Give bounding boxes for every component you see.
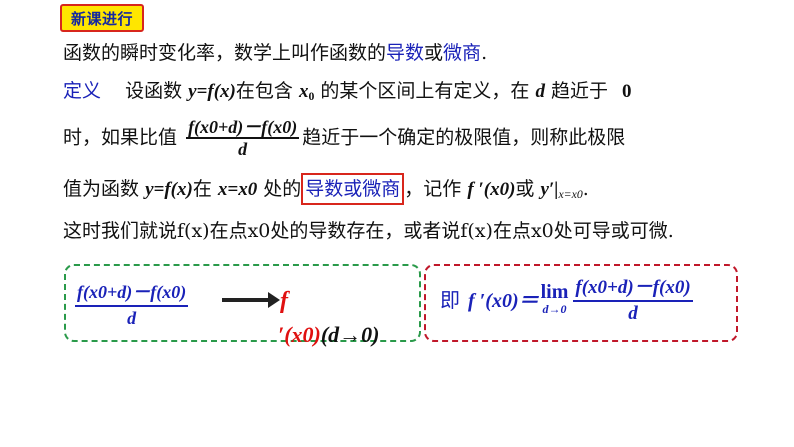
def-text-a: 设函数 [125, 80, 183, 102]
def-text-b: 在包含 [235, 80, 293, 102]
result-limit: ′(x0)(d→0) [278, 322, 380, 348]
naming-text-a: 值为函数 [63, 178, 140, 200]
def-d: d [535, 81, 545, 102]
notation-fprime: f ′(x0) [467, 179, 516, 200]
formula-numerator: f(x0+d)－f(x0) [573, 272, 693, 302]
intro-or: 或 [424, 42, 444, 64]
limit-formula: 即 f ′(x0)＝ lim d→0 f(x0+d)－f(x0) d [440, 272, 696, 325]
naming-text-c: 处的 [263, 178, 302, 200]
naming-function: y=f(x) [145, 179, 193, 200]
difference-quotient: f(x0+d)－f(x0) d [186, 117, 300, 159]
def-x0: x0 [298, 81, 315, 103]
green-box-fraction: f(x0+d)－f(x0) d [75, 278, 189, 329]
ratio-text-a: 时，如果比值 [63, 126, 178, 149]
naming-text-d: ，记作 [404, 178, 462, 200]
limit-operator: lim d→0 [541, 281, 569, 317]
naming-period: . [582, 178, 589, 200]
formula-lhs: f ′(x0)＝ [468, 290, 539, 312]
existence-line: 这时我们就说f(x)在点x0处的导数存在，或者说f(x)在点x0处可导或可微. [63, 220, 674, 242]
lim-subscript: d→0 [542, 301, 567, 316]
def-text-d: 趋近于 [550, 80, 608, 102]
definition-line: 定义 设函数 y=f(x)在包含 x0 的某个区间上有定义，在 d 趋近于 0 [63, 82, 632, 103]
term-derivative: 导数 [386, 42, 425, 64]
green-fraction-numerator: f(x0+d)－f(x0) [75, 278, 189, 307]
fraction-numerator: f(x0+d)－f(x0) [186, 117, 300, 139]
definition-formula-box [424, 264, 738, 342]
intro-line: 函数的瞬时变化率，数学上叫作函数的导数或微商. [63, 44, 487, 63]
formula-denominator: d [628, 303, 638, 324]
notation-yprime: y′| [540, 179, 559, 200]
result-f: f [280, 288, 288, 314]
highlighted-term: 导数或微商 [301, 173, 405, 205]
section-badge: 新课进行 [60, 4, 144, 32]
ratio-line: 时，如果比值 f(x0+d)－f(x0) d 趋近于一个确定的极限值，则称此极限 [63, 118, 625, 158]
formula-prefix: 即 [440, 288, 460, 312]
fraction-denominator: d [238, 139, 248, 159]
green-fraction-denominator: d [127, 308, 137, 328]
def-text-c: 的某个区间上有定义，在 [320, 80, 530, 102]
result-condition: (d→0) [320, 322, 380, 347]
formula-fraction: f(x0+d)－f(x0) d [573, 272, 693, 325]
naming-text-b: 在 [192, 178, 212, 200]
definition-label: 定义 [63, 80, 102, 102]
naming-line: 值为函数 y=f(x)在 x=x0 处的导数或微商，记作 f ′(x0)或 y′… [63, 173, 589, 205]
result-fprime-x0: ′(x0) [278, 322, 321, 347]
def-function: y=f(x) [188, 81, 236, 102]
naming-condition: x=x0 [217, 179, 258, 200]
ratio-text-b: 趋近于一个确定的极限值，则称此极限 [302, 126, 626, 149]
approach-box [64, 264, 421, 342]
intro-text: 函数的瞬时变化率，数学上叫作函数的 [63, 42, 387, 64]
right-arrow-icon [222, 292, 280, 308]
term-differential-quotient: 微商 [443, 42, 482, 64]
notation-subscript: x=x0 [558, 187, 583, 201]
intro-period: . [481, 42, 488, 64]
lim-label: lim [540, 280, 569, 303]
def-zero: 0 [622, 81, 632, 102]
naming-or: 或 [515, 178, 535, 200]
